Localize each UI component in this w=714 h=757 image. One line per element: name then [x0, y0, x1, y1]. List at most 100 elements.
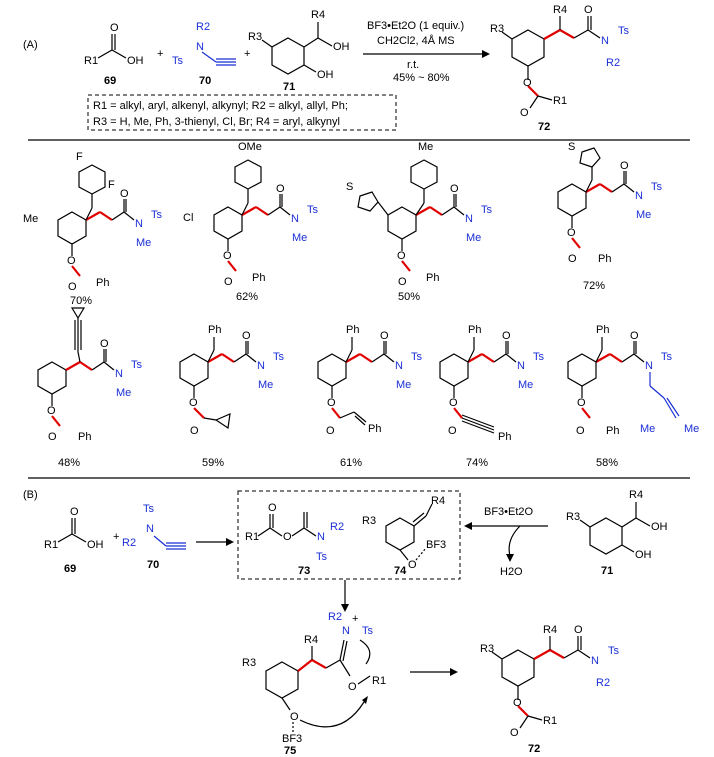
- svg-text:Ts: Ts: [651, 181, 663, 193]
- svg-text:Ts: Ts: [143, 503, 155, 515]
- svg-text:O: O: [283, 531, 292, 543]
- ynamide-70: Ts N R2 70: [172, 21, 236, 87]
- svg-text:72: 72: [528, 743, 540, 755]
- svg-text:Ts: Ts: [273, 351, 285, 363]
- yield-ex7: 61%: [340, 457, 362, 469]
- compound-71-label: 71: [283, 81, 295, 93]
- compound-69-label: 69: [104, 75, 116, 87]
- example-6: Ph O N Ts Me O O 59%: [179, 324, 285, 469]
- svg-text:Me: Me: [684, 423, 699, 435]
- svg-text:Cl: Cl: [183, 212, 193, 224]
- svg-text:N: N: [291, 213, 299, 225]
- svg-text:OH: OH: [651, 521, 668, 533]
- svg-text:Me: Me: [636, 209, 651, 221]
- svg-text:Ts: Ts: [362, 625, 374, 637]
- svg-text:F: F: [108, 179, 115, 191]
- phenol-oh2: OH: [317, 69, 334, 81]
- svg-text:O: O: [380, 330, 389, 342]
- svg-text:Ts: Ts: [316, 551, 328, 563]
- yield-ex3: 50%: [398, 291, 420, 303]
- svg-text:Ts: Ts: [151, 209, 163, 221]
- ynamide-r2: R2: [196, 21, 210, 33]
- svg-text:O: O: [67, 255, 76, 267]
- intermediate-73: R1 O O N R2 Ts 73: [245, 502, 344, 577]
- svg-text:OMe: OMe: [238, 141, 262, 153]
- svg-text:O: O: [47, 405, 56, 417]
- svg-text:O: O: [326, 425, 335, 437]
- svg-text:R3: R3: [242, 657, 256, 669]
- compound-72-label-a: 72: [538, 121, 550, 133]
- svg-text:Me: Me: [396, 379, 411, 391]
- svg-text:+: +: [113, 531, 119, 543]
- svg-text:O: O: [408, 559, 417, 571]
- svg-text:R3: R3: [480, 643, 494, 655]
- phenol-oh1: OH: [333, 41, 350, 53]
- svg-text:N: N: [342, 625, 350, 637]
- svg-text:OH: OH: [635, 549, 652, 561]
- svg-text:Ph: Ph: [96, 277, 109, 289]
- svg-text:R2: R2: [596, 677, 610, 689]
- svg-text:R1: R1: [245, 531, 259, 543]
- product-ts: Ts: [618, 25, 630, 37]
- svg-text:69: 69: [64, 563, 76, 575]
- ynamide-70-b: Ts N R2 70: [122, 503, 186, 571]
- svg-text:Ts: Ts: [307, 204, 319, 216]
- phenol-r4: R4: [311, 9, 325, 21]
- reaction-arrow-a: BF3•Et2O (1 equiv.) CH2Cl2, 4Å MS r.t. 4…: [363, 20, 490, 84]
- svg-text:N: N: [115, 368, 123, 380]
- scope-line-1: R1 = alkyl, aryl, alkenyl, alkynyl; R2 =…: [93, 100, 348, 112]
- svg-text:73: 73: [298, 565, 310, 577]
- svg-text:O: O: [448, 425, 457, 437]
- svg-text:75: 75: [284, 745, 296, 757]
- svg-text:74: 74: [394, 565, 407, 577]
- scope-box: R1 = alkyl, aryl, alkenyl, alkynyl; R2 =…: [87, 94, 397, 131]
- svg-text:+: +: [352, 613, 358, 625]
- svg-text:BF3: BF3: [282, 733, 302, 745]
- svg-text:Me: Me: [258, 379, 273, 391]
- svg-text:O: O: [348, 681, 357, 693]
- compound-70-label: 70: [199, 75, 211, 87]
- ynamide-n: N: [196, 41, 204, 53]
- phenol-71-b: R3 R4 OH OH 71: [566, 489, 668, 577]
- svg-text:Ph: Ph: [598, 253, 611, 265]
- svg-text:O: O: [620, 160, 629, 172]
- svg-text:N: N: [317, 531, 325, 543]
- acid-oh: OH: [127, 55, 144, 67]
- svg-text:Ph: Ph: [498, 431, 511, 443]
- svg-text:Ph: Ph: [606, 425, 619, 437]
- svg-text:O: O: [568, 253, 577, 265]
- svg-text:N: N: [135, 218, 143, 230]
- svg-text:Ph: Ph: [596, 324, 609, 336]
- svg-text:71: 71: [601, 565, 613, 577]
- svg-text:OH: OH: [87, 539, 104, 551]
- plus-2: +: [244, 48, 250, 60]
- svg-text:N: N: [645, 360, 653, 372]
- svg-text:R1: R1: [44, 539, 58, 551]
- svg-text:R3: R3: [566, 511, 580, 523]
- svg-text:O: O: [450, 183, 459, 195]
- svg-text:O: O: [398, 276, 407, 288]
- svg-text:Ts: Ts: [411, 351, 423, 363]
- product-72-b: R3 R4 O N Ts R2 O O R1 72: [480, 624, 620, 755]
- svg-text:O: O: [327, 397, 336, 409]
- yield-ex2: 62%: [236, 291, 258, 303]
- svg-text:O: O: [190, 425, 199, 437]
- product-o: O: [584, 4, 593, 16]
- svg-text:Me: Me: [23, 213, 38, 225]
- svg-text:O: O: [189, 397, 198, 409]
- svg-text:Ph: Ph: [426, 272, 439, 284]
- svg-text:O: O: [567, 227, 576, 239]
- svg-text:Ph: Ph: [368, 423, 381, 435]
- example-3: Me O N Ts Me S O O Ph 50%: [346, 141, 493, 303]
- svg-text:Me: Me: [418, 141, 433, 153]
- svg-text:O: O: [502, 330, 511, 342]
- example-7: Ph O N Ts Me O O Ph 61%: [317, 324, 423, 469]
- svg-text:O: O: [223, 250, 232, 262]
- svg-text:Ph: Ph: [252, 272, 265, 284]
- svg-text:70: 70: [147, 559, 159, 571]
- condition-2: CH2Cl2, 4Å MS: [377, 34, 455, 47]
- product-r4: R4: [553, 4, 567, 16]
- svg-text:Me: Me: [518, 379, 533, 391]
- svg-text:O: O: [48, 431, 57, 443]
- acid-r1: R1: [84, 55, 98, 67]
